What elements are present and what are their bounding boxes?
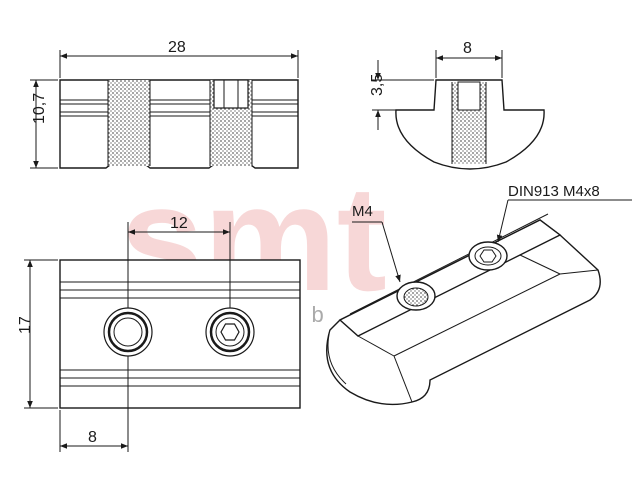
front-dims (30, 50, 299, 169)
side-view (395, 79, 545, 170)
screw-label: DIN913 M4x8 (508, 183, 600, 200)
side-dims (372, 50, 503, 130)
thread-label: M4 (352, 203, 373, 220)
iso-leaders (352, 199, 632, 283)
top-dims (24, 222, 231, 452)
iso-view (326, 213, 601, 406)
side-height-dim: 3,5 (369, 74, 386, 96)
top-view (59, 259, 301, 409)
thread-hatch-left (108, 80, 150, 166)
top-height-dim: 17 (17, 316, 34, 334)
front-width-dim: 28 (168, 39, 186, 56)
front-height-dim: 10,7 (31, 93, 48, 124)
edge-offset-dim: 8 (88, 429, 97, 446)
front-view (59, 79, 299, 169)
side-width-dim: 8 (463, 40, 472, 57)
hole-spacing-dim: 12 (170, 215, 188, 232)
